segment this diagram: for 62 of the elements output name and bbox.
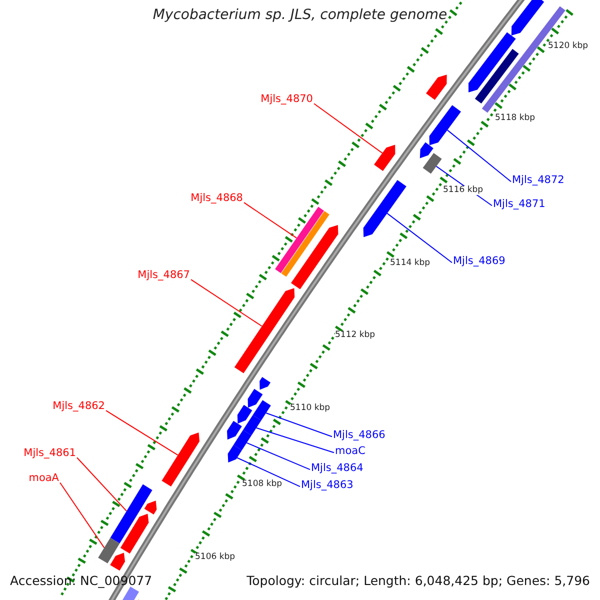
leader-line [246,442,310,470]
gene-label: moaC [335,446,366,458]
gene-label: Mjls_4862 [52,401,105,413]
scale-label: 5108 kbp [242,480,282,490]
gene-feature-bar [468,32,516,92]
gene-feature-bar [144,500,157,514]
gene-feature-bar [120,514,149,554]
gene-label: Mjls_4864 [311,463,364,475]
leader-line [386,212,452,264]
gene-feature-bar [227,420,242,440]
gene-feature-bar [429,105,461,146]
diagram-title: Mycobacterium sp. JLS, complete genome [152,8,448,24]
gene-label: Mjls_4867 [138,270,190,282]
gene-feature-bar [511,0,544,36]
leader-line [236,457,300,488]
gene-feature-bar [422,153,442,174]
scale-label: 5120 kbp [548,42,588,52]
gene-feature-bar [281,211,330,277]
leader-line [244,202,298,238]
gene-feature-bar [228,444,242,462]
scale-label: 5106 kbp [195,553,236,562]
scale-label: 5114 kbp [390,259,430,268]
gene-label: Mjls_4871 [493,199,546,211]
gene-feature-bar [363,180,406,238]
leader-line [266,412,332,438]
gene-label: Mjls_4872 [512,175,564,187]
leader-line [106,410,178,456]
leader-line [190,279,262,327]
gene-label: moaA [28,473,59,485]
gene-feature-bar [260,377,270,390]
gene-feature-bar [374,144,396,171]
gene-feature-bar [420,142,434,158]
leader-line [76,457,127,512]
gene-label: Mjls_4869 [453,256,506,268]
gene-feature-bar [291,225,338,290]
gene-feature-bar [234,288,295,374]
leader-line [256,427,334,454]
gene-feature-bar [252,400,271,420]
gene-feature-bar [234,430,252,450]
gene-feature-bar [98,538,120,564]
gene-label: Mjls_4866 [333,430,386,442]
leader-line [446,130,512,182]
gene-label: Mjls_4863 [301,480,354,492]
gene-label: Mjls_4861 [24,448,76,460]
gene-label: Mjls_4868 [190,193,243,205]
gene-feature-bar [243,415,262,436]
scale-label: 5110 kbp [290,404,330,414]
gene-feature-bar [162,432,200,486]
gene-feature-bar [275,206,324,274]
genome-info-text: Topology: circular; Length: 6,048,425 bp; Genes: 5,796 [246,574,590,588]
gene-feature-bar [110,552,125,571]
scale-label: 5112 kbp [335,331,376,340]
leader-line [314,103,383,154]
gene-feature-bar [426,74,447,100]
scale-label: 5118 kbp [495,114,536,124]
gene-feature-bar [110,484,152,544]
gene-feature-bar [248,388,263,408]
leader-line [60,482,105,548]
gene-feature-bar [237,404,252,424]
gene-feature-bar [474,48,519,104]
gene-label: Mjls_4870 [260,94,313,106]
scale-label: 5116 kbp [443,186,484,196]
